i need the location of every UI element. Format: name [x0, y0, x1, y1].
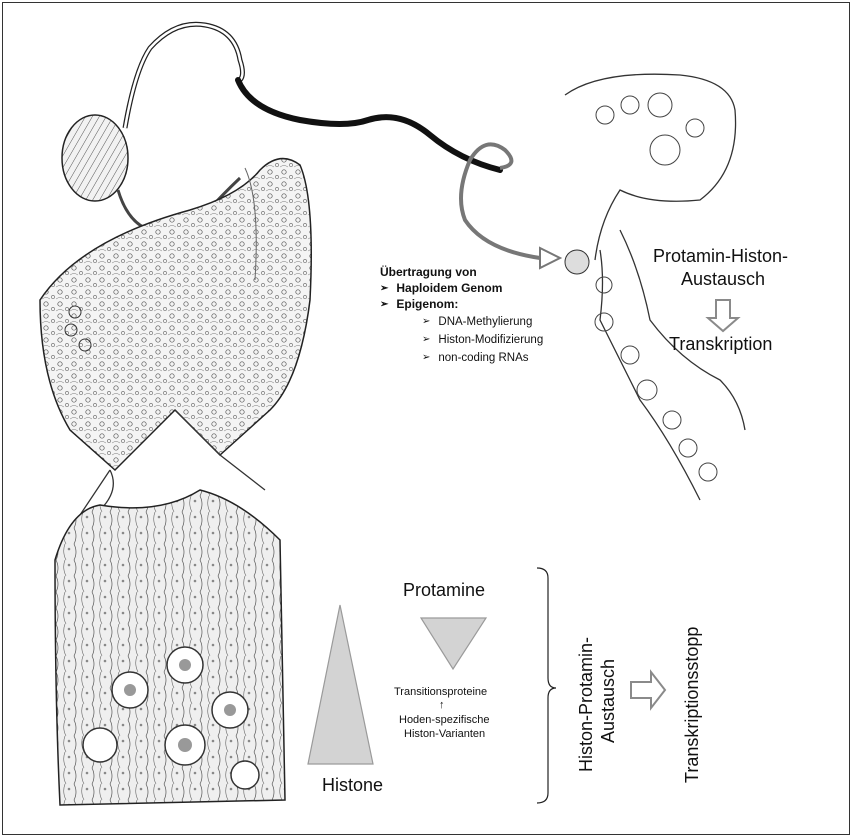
sperm-tail-drawing: [238, 80, 500, 170]
epigenome-dna-methylation: DNA-Methylierung: [422, 316, 532, 328]
exchange-bottom-result: Transkriptionsstopp: [682, 627, 703, 783]
tubule-section-drawing: [40, 159, 311, 530]
transfer-item-epigenome: Epigenom:: [380, 297, 458, 311]
histone-label: Histone: [322, 775, 383, 796]
exchange-bottom-line1: Histon-Protamin-: [576, 637, 597, 772]
bracket: [537, 568, 556, 803]
epigenome-noncoding-rnas: non-coding RNAs: [422, 352, 529, 364]
histone-triangle: [308, 605, 373, 764]
down-arrow-hollow: [708, 300, 738, 331]
exchange-top-line1: Protamin-Histon-: [653, 246, 788, 267]
transition-proteins-label: Transitionsproteine: [394, 686, 487, 698]
histone-variants-line2: Histon-Varianten: [404, 728, 485, 740]
epigenome-histone-modification: Histon-Modifizierung: [422, 334, 543, 346]
up-arrow-glyph: ↑: [439, 699, 445, 711]
exchange-top-line2: Austausch: [681, 269, 765, 290]
protamine-triangle: [421, 618, 486, 669]
protamine-label: Protamine: [403, 580, 485, 601]
epithelium-drawing: [55, 490, 285, 805]
transfer-item-genome: Haploidem Genom: [380, 281, 502, 295]
right-arrow-hollow: [631, 672, 665, 708]
transfer-heading: Übertragung von: [380, 265, 477, 279]
exchange-bottom-line2: Austausch: [598, 659, 619, 743]
histone-variants-line1: Hoden-spezifische: [399, 714, 490, 726]
exchange-top-result: Transkription: [669, 334, 772, 355]
